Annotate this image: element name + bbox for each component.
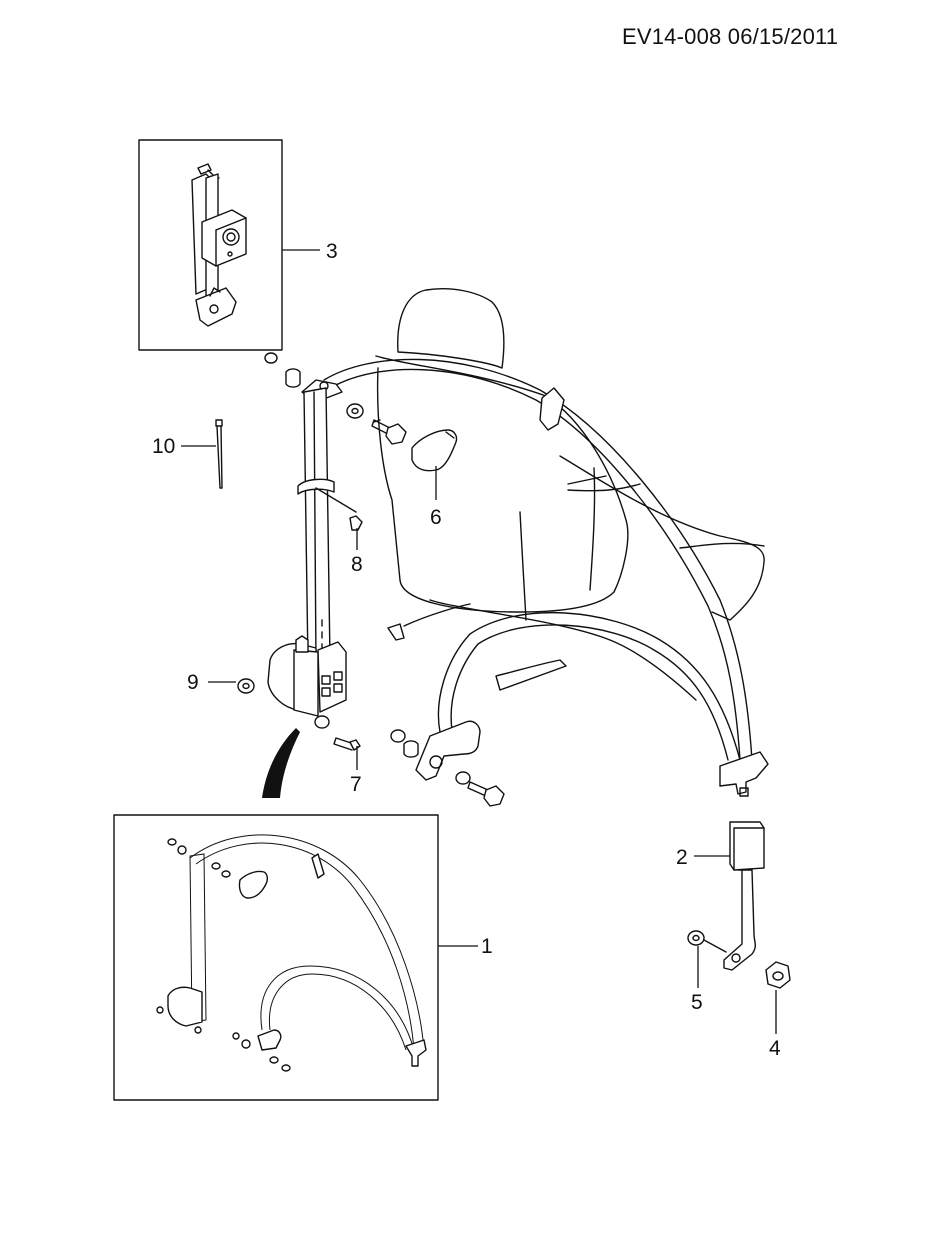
callout-8: 8 [351, 553, 363, 576]
part-8-screw [349, 515, 363, 531]
callout-3: 3 [326, 240, 338, 263]
part-2-buckle [723, 821, 765, 971]
seat-outline [375, 288, 765, 701]
lower-anchor-hardware [390, 729, 505, 807]
part-4-nut [765, 961, 791, 989]
part-5-washer [687, 930, 727, 953]
callout-4: 4 [769, 1037, 781, 1060]
part-6-cover [411, 429, 458, 472]
seat-belt-webbing [323, 358, 769, 797]
diagram-code-date: EV14-008 06/15/2011 [622, 24, 839, 49]
callout-2: 2 [676, 846, 688, 869]
upper-anchor-hardware [264, 352, 407, 445]
height-adjuster-rail [297, 387, 357, 665]
part-10-cable-tie [215, 419, 223, 489]
callout-arrow [262, 728, 300, 798]
callout-10: 10 [152, 435, 176, 458]
callout-5: 5 [691, 991, 703, 1014]
callout-9: 9 [187, 671, 199, 694]
inset-box-complete-belt [113, 814, 439, 1101]
retractor-assembly [237, 635, 361, 751]
callout-6: 6 [430, 506, 442, 529]
callout-7: 7 [350, 773, 362, 796]
inset-box-retractor [138, 139, 283, 351]
callout-1: 1 [481, 935, 493, 958]
